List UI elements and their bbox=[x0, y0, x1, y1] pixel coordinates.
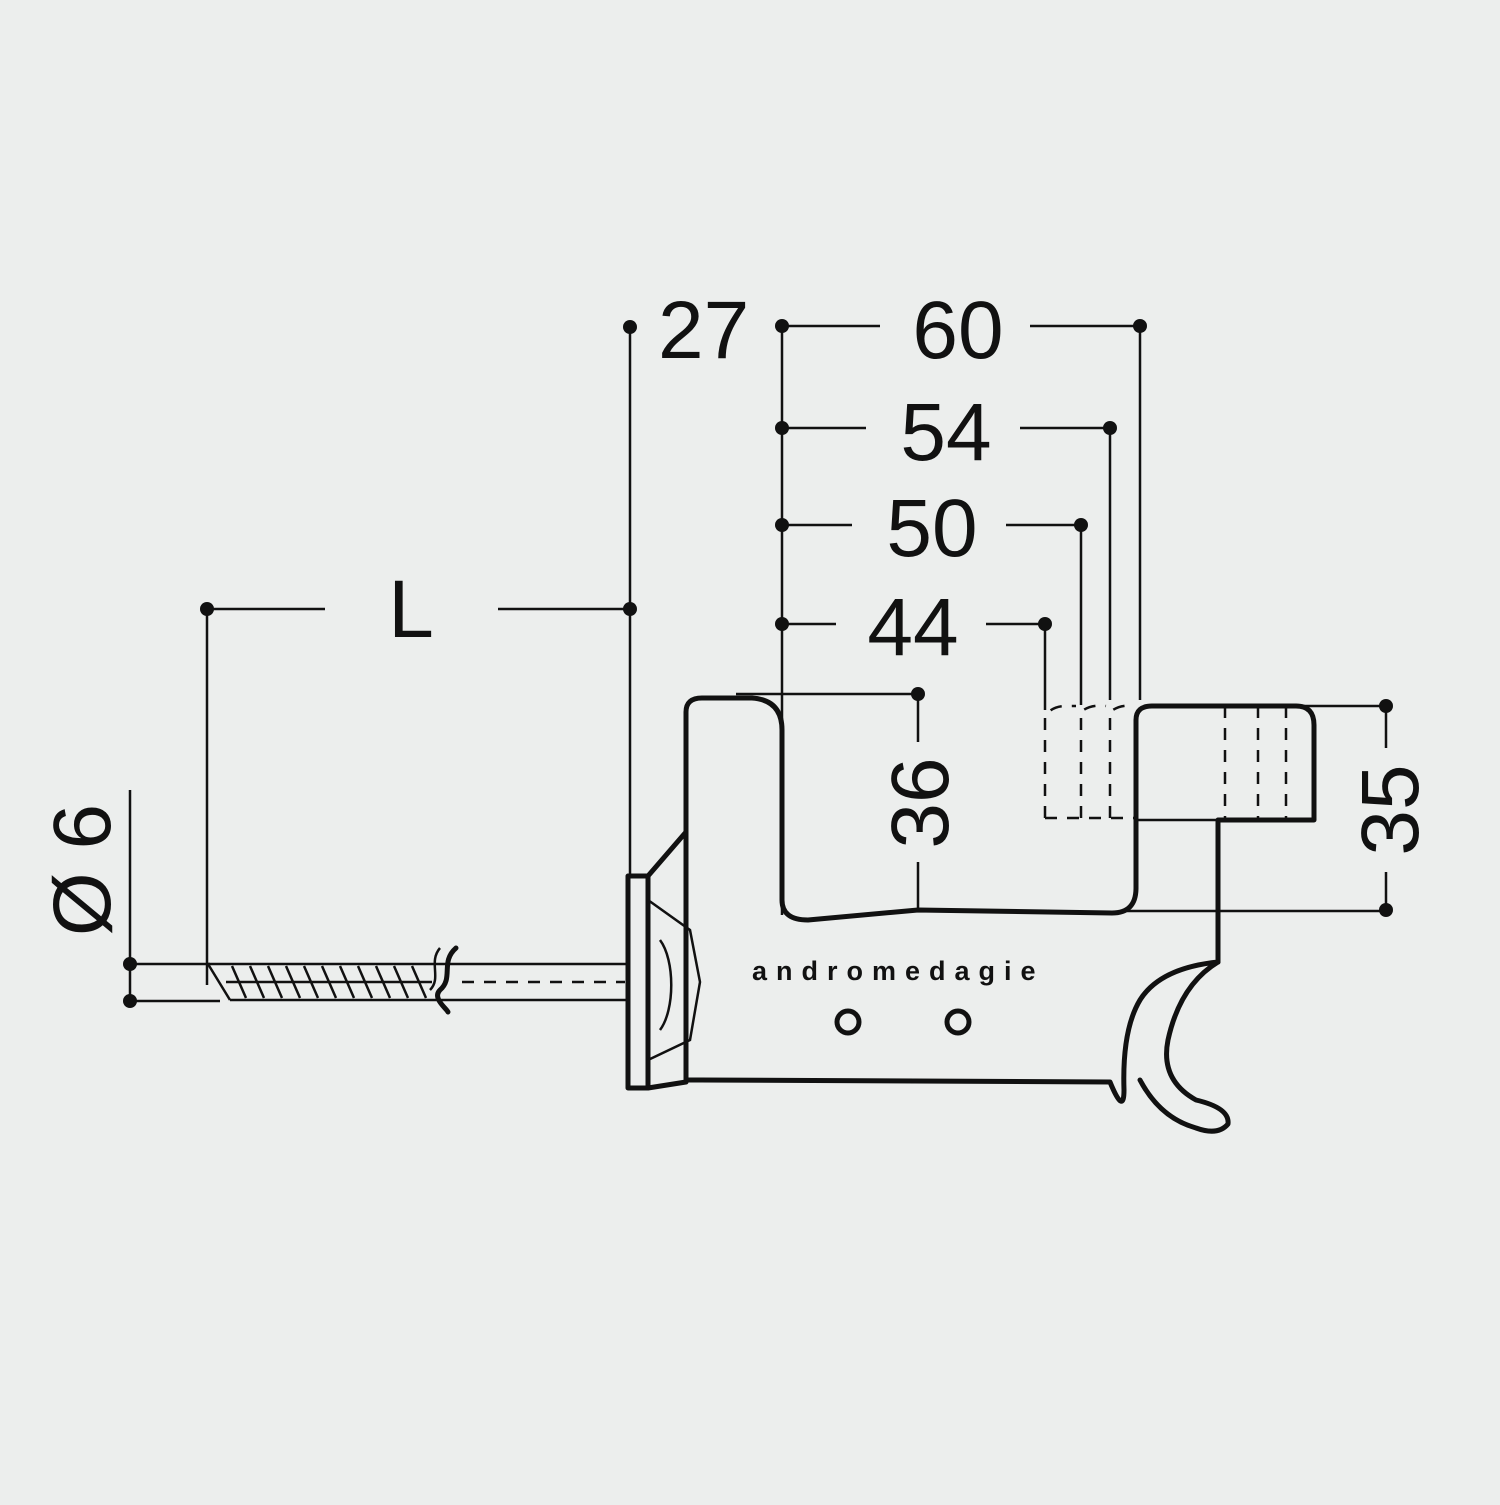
dimension-35: 35 bbox=[1120, 699, 1436, 917]
dimension-50: 50 bbox=[775, 483, 1088, 705]
label-36: 36 bbox=[875, 757, 966, 848]
dimension-44: 44 bbox=[775, 582, 1052, 710]
label-50: 50 bbox=[886, 483, 977, 574]
dimension-36: 36 bbox=[736, 687, 966, 910]
label-27: 27 bbox=[658, 285, 749, 376]
dimension-27: 27 bbox=[623, 285, 749, 875]
label-length: L bbox=[388, 564, 434, 655]
label-60: 60 bbox=[912, 285, 1003, 376]
dimension-diameter: Ø 6 bbox=[37, 790, 220, 1008]
label-diameter: Ø 6 bbox=[37, 804, 128, 936]
label-54: 54 bbox=[900, 387, 991, 478]
base-rosette bbox=[625, 829, 702, 1091]
screw-icon bbox=[206, 945, 628, 1015]
watermark-text: andromedagie bbox=[752, 956, 1045, 986]
label-35: 35 bbox=[1345, 764, 1436, 855]
hook-body bbox=[683, 695, 1317, 1134]
mounting-hole bbox=[944, 1008, 972, 1036]
dimension-54: 54 bbox=[775, 387, 1117, 700]
alternative-knob-outlines bbox=[1043, 704, 1288, 820]
label-44: 44 bbox=[867, 582, 958, 673]
dimension-length: L bbox=[200, 564, 637, 985]
mounting-hole bbox=[834, 1008, 862, 1036]
